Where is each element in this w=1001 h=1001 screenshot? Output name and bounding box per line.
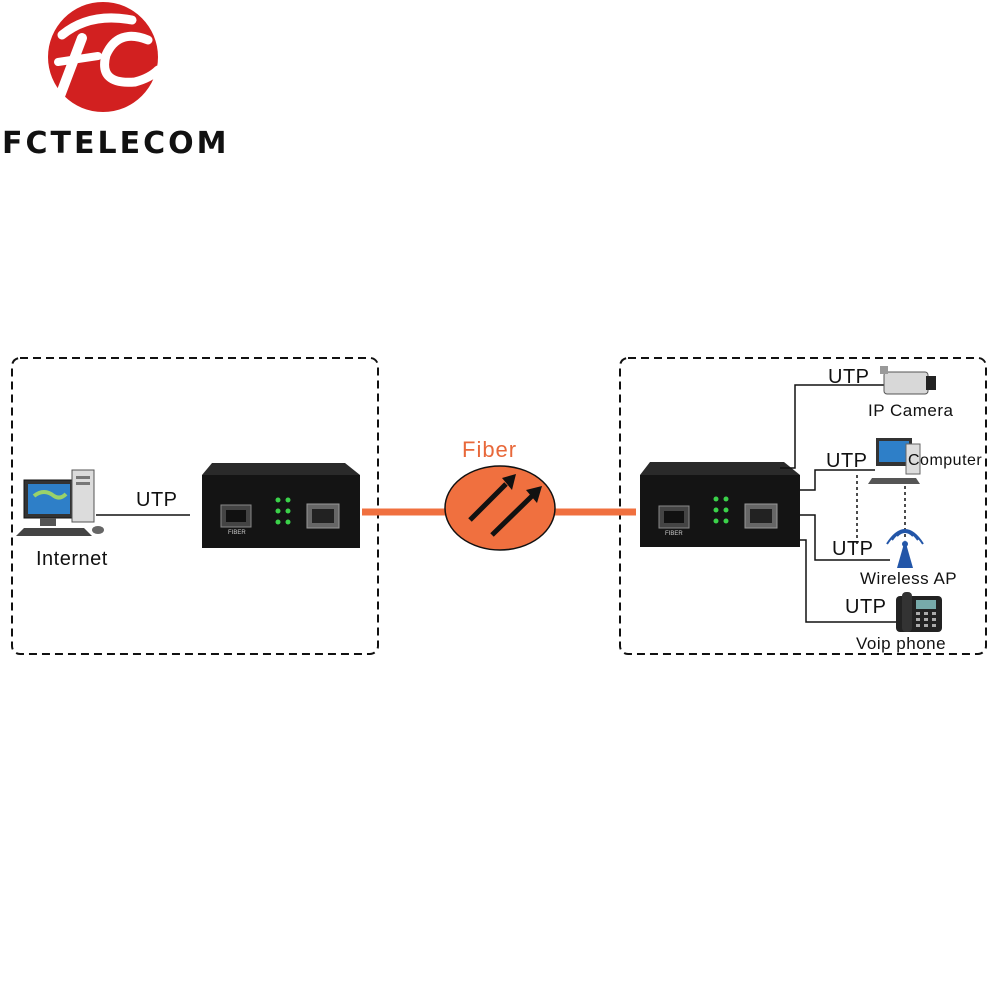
wireless-ap-icon [886,529,924,568]
right-site-box [619,357,987,655]
fiber-label: Fiber [462,437,518,462]
right-fiber-port-label: FIBER [665,531,683,537]
phone-utp-label: UTP [845,596,887,618]
camera-utp-label: UTP [828,366,870,388]
computer-utp-label: UTP [826,450,868,472]
internet-label: Internet [36,548,108,570]
voip-phone-label: Voip phone [856,634,947,653]
computer-icon [868,438,921,484]
ip-camera-label: IP Camera [868,401,954,420]
right-media-converter [640,462,800,547]
brand-logo-icon [48,2,163,112]
fiber-ellipse-icon [444,465,556,551]
right-utp-wiring [780,384,906,623]
left-fiber-port-label: FIBER [228,530,246,536]
internet-computer-icon [16,469,104,536]
ap-utp-label: UTP [832,538,874,560]
left-site-box [11,357,379,655]
computer-label: Computer [908,452,983,469]
left-utp-label: UTP [136,489,178,511]
voip-phone-icon [896,592,942,632]
ip-camera-icon [880,366,936,395]
brand-name: FCTELECOM [2,126,230,161]
wireless-ap-label: Wireless AP [860,569,958,588]
left-media-converter [202,463,360,548]
